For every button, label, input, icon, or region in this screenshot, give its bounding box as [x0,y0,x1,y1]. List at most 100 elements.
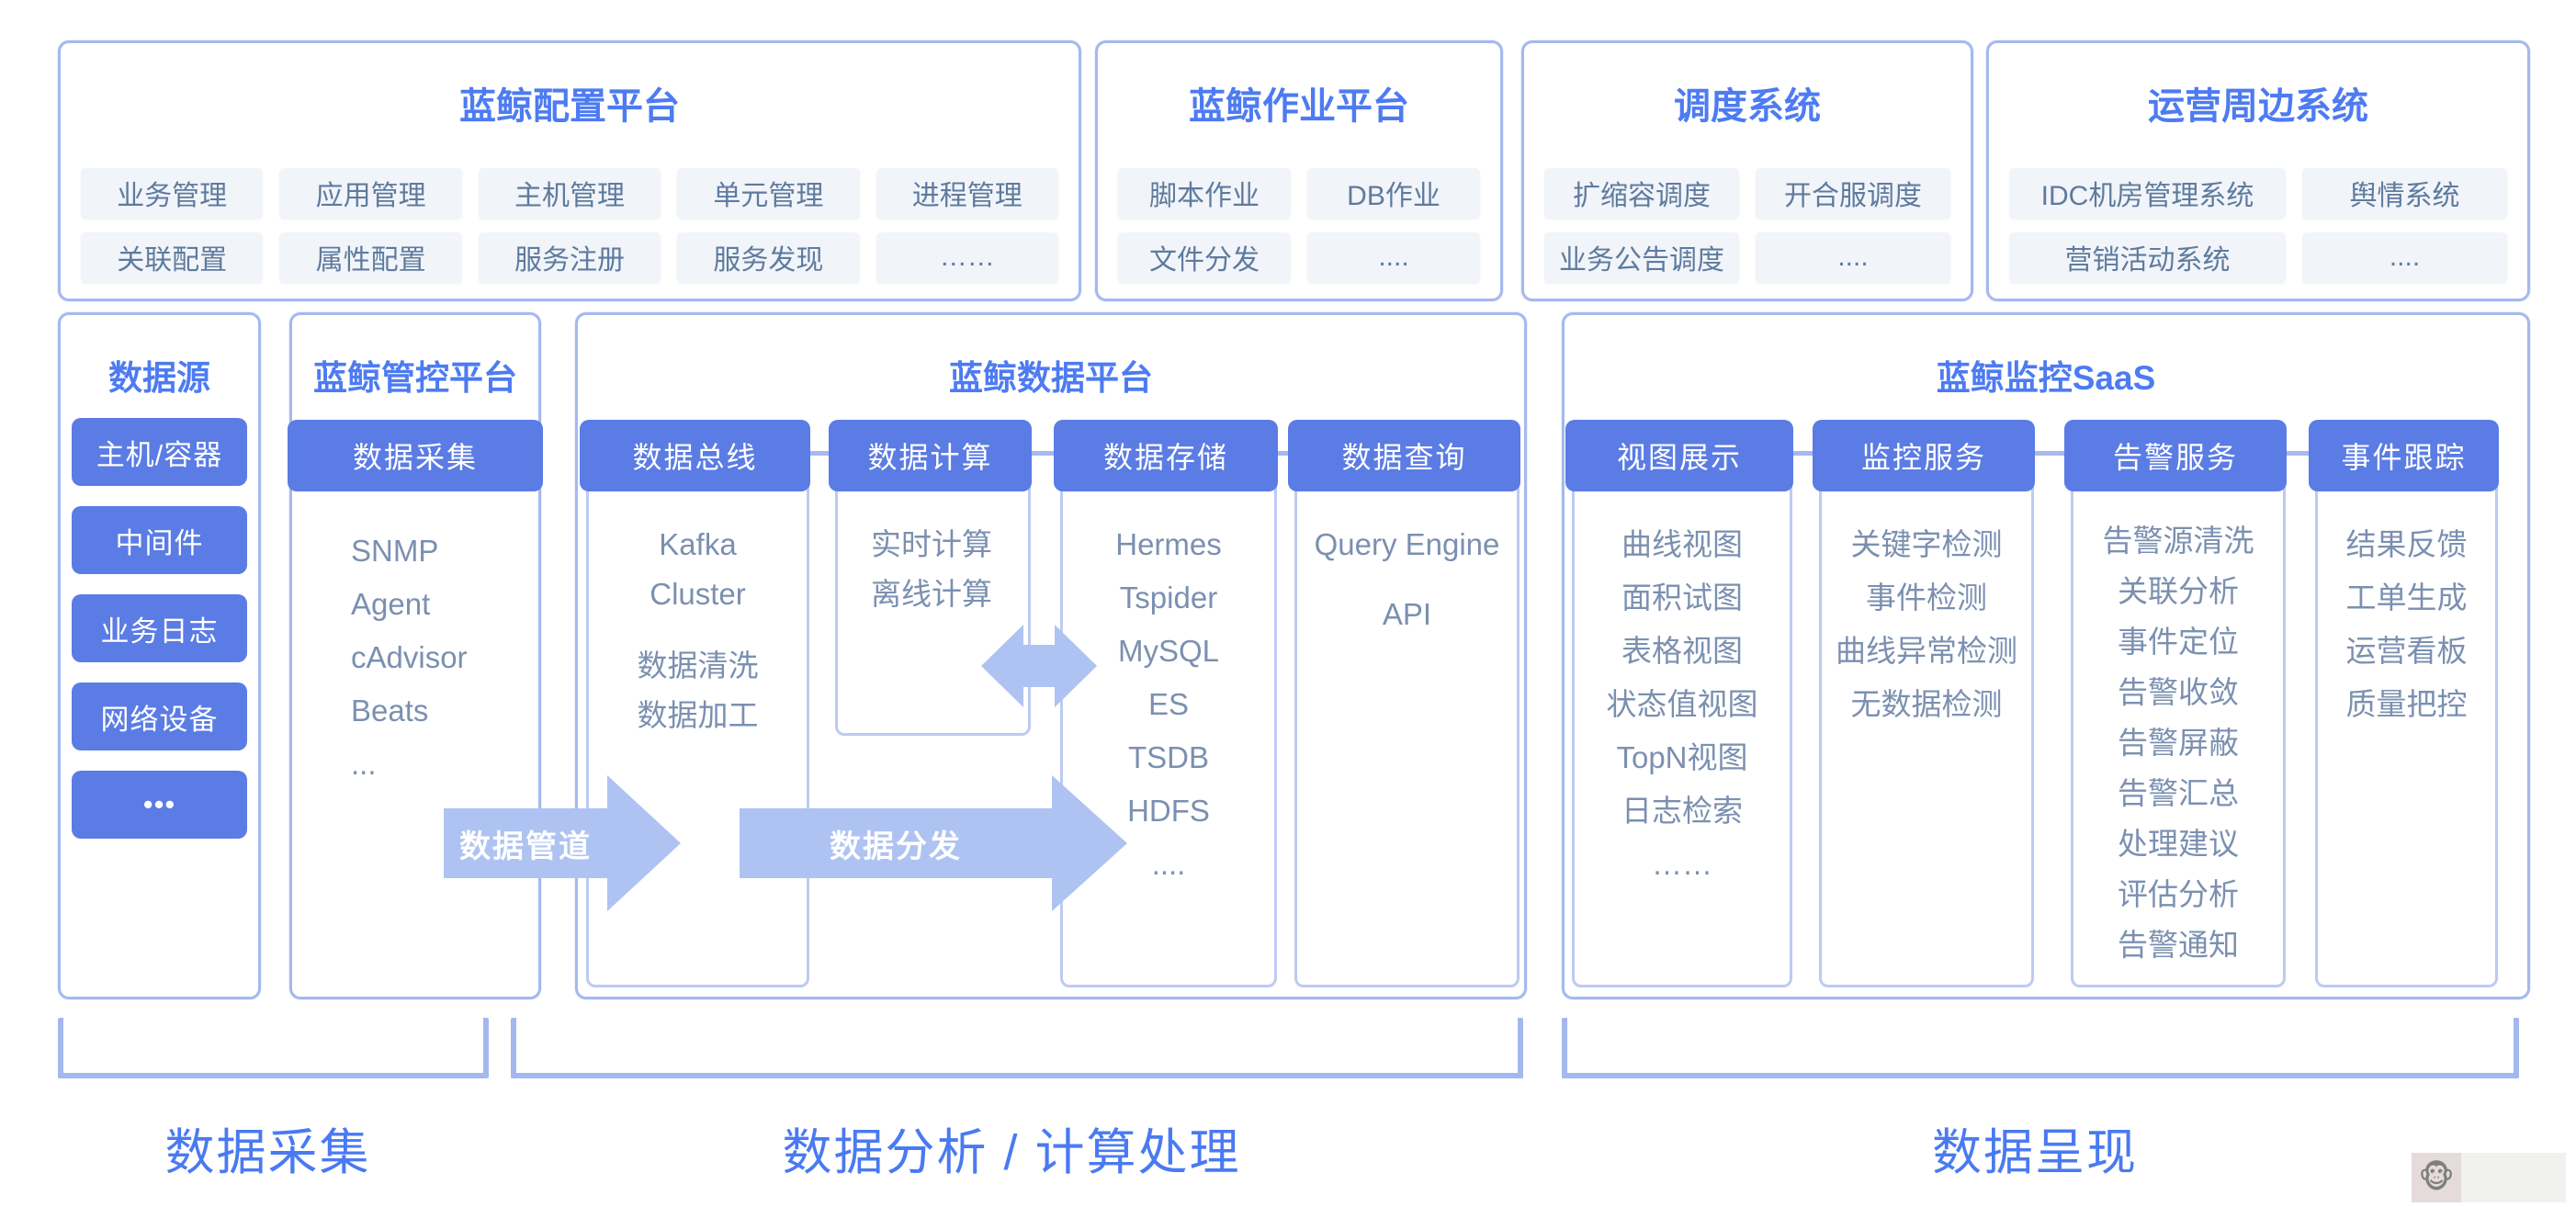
header-connector [1271,451,1294,456]
arrow-shaft [740,808,1052,878]
collector-item: cAdvisor [351,640,468,674]
data-query-column: Query Engine API [1294,425,1520,987]
data-source-title: 数据源 [108,359,210,397]
watermark-text-block [2461,1153,2566,1202]
data-storage-item: MySQL [1117,634,1220,668]
control-platform-title: 蓝鲸管控平台 [313,359,517,397]
alarm-item: 告警屏蔽 [2118,726,2239,760]
alarm-service-header: 告警服务 [2064,420,2287,491]
data-source-item: 中间件 [72,506,247,574]
bracket-data-presentation [1562,1018,2519,1078]
data-compute-header: 数据计算 [829,420,1032,491]
box-operation-peripheral-title: 运营周边系统 [2148,86,2368,127]
alarm-item: 告警通知 [2118,928,2239,962]
event-item: 结果反馈 [2345,527,2468,561]
box-data-source: 数据源 主机/容器 中间件 业务日志 网络设备 ••• [58,312,261,999]
pill-item: 业务管理 [81,168,264,218]
view-display-header: 视图展示 [1565,420,1793,491]
data-storage-lines: Hermes Tspider MySQL ES TSDB HDFS .... [1063,518,1274,891]
alarm-service-column: 告警源清洗 关联分析 事件定位 告警收敛 告警屏蔽 告警汇总 处理建议 评估分析… [2071,425,2286,987]
data-pipeline-arrow: 数据管道 [444,775,683,911]
data-source-item: 网络设备 [72,682,247,750]
data-pipeline-label: 数据管道 [459,829,592,864]
pill-item: 进程管理 [876,168,1058,218]
box-data-platform: 蓝鲸数据平台 Kafka Cluster 数据清洗 数据加工 实时计算 离线计算… [575,312,1527,999]
data-query-header: 数据查询 [1288,420,1520,491]
monitor-service-lines: 关键字检测 事件检测 曲线异常检测 无数据检测 [1822,518,2031,731]
alarm-item: 告警收敛 [2118,675,2239,709]
pill-item: .... [2302,232,2507,282]
collector-item: Agent [351,587,431,621]
data-platform-title: 蓝鲸数据平台 [949,359,1153,397]
data-storage-item-more: .... [1151,847,1186,881]
view-display-column: 曲线视图 面积试图 表格视图 状态值视图 TopN视图 日志检索 …… [1572,425,1792,987]
data-bus-item: Kafka [659,527,737,561]
data-compute-lines: 实时计算 离线计算 [838,520,1028,619]
header-connector [1787,451,1819,456]
pill-item: 营销活动系统 [2009,232,2287,282]
arrow-head-right-icon [1055,625,1097,707]
monitor-item: 无数据检测 [1850,687,2003,721]
data-query-lines: Query Engine API [1297,518,1517,641]
pill-item: 开合服调度 [1756,168,1950,218]
alarm-service-lines: 告警源清洗 关联分析 事件定位 告警收敛 告警屏蔽 告警汇总 处理建议 评估分析… [2073,515,2283,970]
box-config-platform-title: 蓝鲸配置平台 [459,86,680,127]
box-job-platform-title: 蓝鲸作业平台 [1189,86,1409,127]
job-platform-items: 脚本作业 DB作业 文件分发 .... [1118,168,1480,282]
view-item: 状态值视图 [1606,687,1758,721]
box-config-platform: 蓝鲸配置平台 业务管理 应用管理 主机管理 单元管理 进程管理 关联配置 属性配… [58,40,1081,301]
view-item-more: …… [1652,847,1712,881]
monitor-saas-title: 蓝鲸监控SaaS [1936,359,2156,397]
compute-storage-double-arrow-icon [981,625,1097,707]
header-connector [2028,451,2071,456]
data-bus-item: Cluster [650,577,746,611]
alarm-item: 关联分析 [2118,574,2239,608]
monitor-item: 关键字检测 [1850,527,2003,561]
pill-item: 舆情系统 [2302,168,2507,218]
pill-item: 服务发现 [677,232,860,282]
arrow-head-icon [607,775,681,911]
alarm-item: 告警源清洗 [2102,524,2254,558]
event-item: 运营看板 [2345,634,2468,668]
pill-item: 属性配置 [279,232,462,282]
monitor-item: 曲线异常检测 [1836,634,2017,668]
data-source-item: 主机/容器 [72,418,247,486]
stage-label-analysis: 数据分析 / 计算处理 [782,1125,1241,1180]
view-item: 曲线视图 [1621,527,1743,561]
pill-item: 扩缩容调度 [1544,168,1739,218]
data-distribution-label: 数据分发 [830,829,962,864]
pill-item: 文件分发 [1118,232,1291,282]
pill-item: 脚本作业 [1118,168,1291,218]
collector-item-more: ... [351,747,377,781]
scheduling-system-items: 扩缩容调度 开合服调度 业务公告调度 .... [1544,168,1950,282]
box-scheduling-system-title: 调度系统 [1674,86,1821,127]
data-compute-item: 实时计算 [871,527,992,561]
collector-item: SNMP [351,534,439,568]
pill-item: .... [1307,232,1480,282]
view-display-lines: 曲线视图 面积试图 表格视图 状态值视图 TopN视图 日志检索 …… [1575,518,1790,891]
data-bus-header: 数据总线 [580,420,810,491]
stage-label-presentation: 数据呈现 [1932,1125,2138,1180]
view-item: 日志检索 [1621,794,1743,828]
pill-item: 关联配置 [81,232,264,282]
pill-item: .... [1756,232,1950,282]
data-storage-item: Tspider [1119,581,1218,615]
arrow-shaft [444,808,607,878]
stage-label-collection: 数据采集 [164,1125,371,1180]
data-bus-item: 数据清洗 [637,649,759,682]
pill-item: 应用管理 [279,168,462,218]
header-connector [2280,451,2315,456]
arrow-head-left-icon [981,625,1023,707]
data-storage-item: HDFS [1127,794,1210,828]
data-storage-item: Hermes [1115,527,1222,561]
alarm-item: 评估分析 [2118,877,2239,911]
alarm-item: 事件定位 [2118,625,2239,659]
collector-item: Beats [351,694,429,728]
arrow-bar [1022,645,1056,687]
pill-item: …… [876,232,1058,282]
box-job-platform: 蓝鲸作业平台 脚本作业 DB作业 文件分发 .... [1095,40,1503,301]
data-query-item: Query Engine [1314,527,1500,561]
data-storage-header: 数据存储 [1054,420,1278,491]
pill-item: 主机管理 [478,168,661,218]
